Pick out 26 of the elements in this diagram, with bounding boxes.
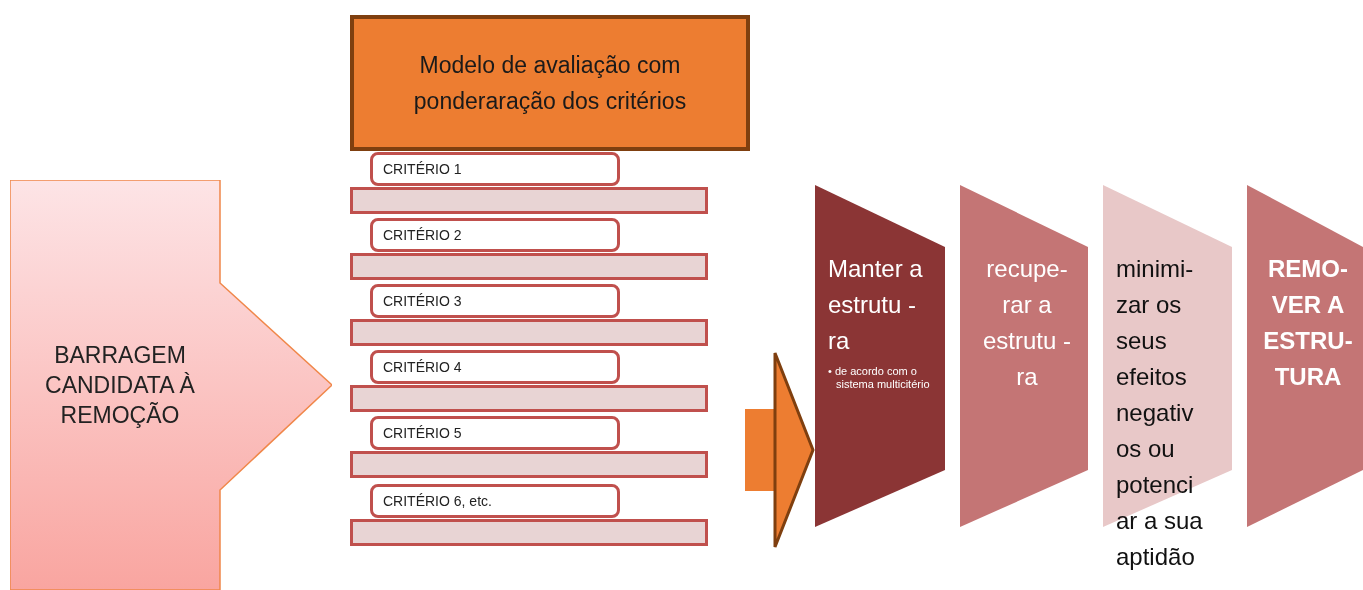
criterion-bar xyxy=(350,451,708,478)
criterion-bar xyxy=(350,519,708,546)
criterion-tab: CRITÉRIO 2 xyxy=(370,218,620,252)
criterion-tab: CRITÉRIO 6, etc. xyxy=(370,484,620,518)
criterion-tab: CRITÉRIO 5 xyxy=(370,416,620,450)
block-arrow-connector xyxy=(745,351,815,549)
criterion-tab: CRITÉRIO 3 xyxy=(370,284,620,318)
criterion-tab: CRITÉRIO 4 xyxy=(370,350,620,384)
header-box xyxy=(350,15,750,151)
chevron-shape xyxy=(1247,185,1363,527)
arrow-label: BARRAGEM CANDIDATA À REMOÇÃO xyxy=(44,341,196,430)
chevron-text: minimi- zar os seus efeitos negativ os ou potenci ar a sua aptidão xyxy=(1116,254,1204,572)
chevron-text: recupe- rar a estrutu -ra xyxy=(982,254,1072,392)
criterion-bar xyxy=(350,187,708,214)
block-arrow xyxy=(10,180,332,590)
header-text: Modelo de avaliação com ponderaração dos critérios xyxy=(412,51,688,116)
criterion-bar xyxy=(350,385,708,412)
criterion-bar xyxy=(350,319,708,346)
chevron-text: Manter a estrutu -ra xyxy=(828,254,923,356)
chevron-shape xyxy=(1103,185,1232,570)
chevron-shape xyxy=(815,185,945,527)
criterion-tab: CRITÉRIO 1 xyxy=(370,152,620,186)
criterion-bar xyxy=(350,253,708,280)
chevron-text: REMO- VER A ESTRU- TURA xyxy=(1262,254,1354,392)
bullet-text: • de acordo com o sistema multicitério xyxy=(828,365,931,391)
chevron-shape xyxy=(960,185,1088,527)
